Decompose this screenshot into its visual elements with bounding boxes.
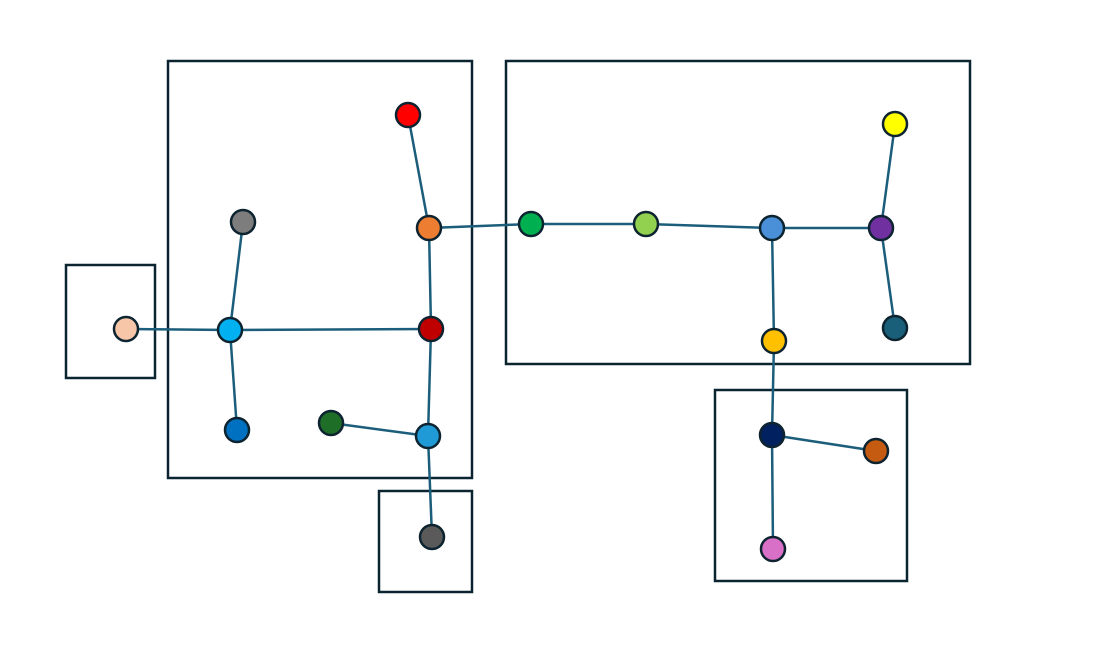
edge-navy-rust — [770, 433, 878, 453]
edge-red-orange — [406, 113, 431, 230]
node-dark-red — [417, 315, 445, 343]
edge-navy-orchid — [770, 433, 775, 551]
node-blue-bottom-left — [223, 416, 251, 444]
edge-gray-top-cyan-hub — [228, 220, 245, 332]
edge-peach-cyan-hub — [124, 327, 232, 332]
node-peach — [112, 315, 140, 343]
edge-cyan-hub-blue-bottom-left — [228, 328, 239, 432]
node-sky-blue — [414, 422, 442, 450]
node-purple — [867, 214, 895, 242]
node-orange — [415, 214, 443, 242]
node-teal — [881, 314, 909, 342]
edge-orange-dark-red — [427, 226, 433, 331]
edge-dark-green-sky-blue — [329, 421, 430, 438]
group-bottom-single-box — [377, 489, 474, 594]
node-red — [394, 101, 422, 129]
node-cyan-hub — [216, 316, 244, 344]
node-rust — [862, 437, 890, 465]
group-main-left-box — [166, 59, 474, 480]
node-cornflower — [758, 214, 786, 242]
node-amber — [760, 327, 788, 355]
group-boxes — [64, 59, 972, 594]
node-light-green — [632, 210, 660, 238]
node-green — [517, 210, 545, 238]
edge-purple-teal — [879, 226, 897, 330]
edge-light-green-cornflower — [644, 222, 774, 230]
edge-sky-blue-dark-gray — [426, 434, 434, 539]
edges — [124, 113, 897, 551]
node-gray-top — [229, 208, 257, 236]
edge-cyan-hub-dark-red — [228, 327, 433, 332]
edge-purple-yellow — [879, 122, 897, 230]
edge-amber-navy — [770, 339, 776, 437]
group-main-right-box — [504, 59, 972, 366]
node-yellow — [881, 110, 909, 138]
node-orchid — [759, 535, 787, 563]
node-navy — [758, 421, 786, 449]
nodes — [112, 101, 909, 563]
group-left-single-box — [64, 263, 157, 380]
group-bottom-right-box — [713, 388, 909, 583]
node-dark-green — [317, 409, 345, 437]
node-dark-gray — [418, 523, 446, 551]
edge-dark-red-sky-blue — [426, 327, 433, 438]
edge-orange-green — [427, 222, 533, 230]
edge-cornflower-amber — [770, 226, 776, 343]
